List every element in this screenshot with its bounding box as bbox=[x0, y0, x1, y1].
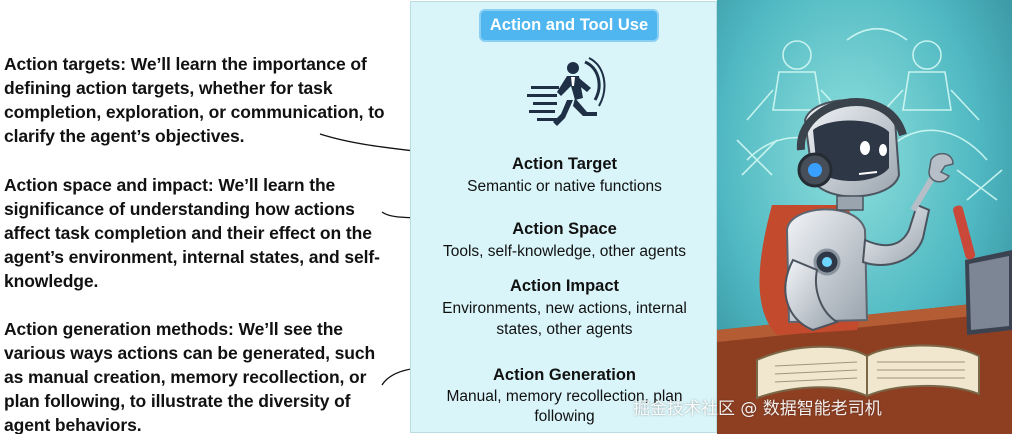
block-title: Action Generation bbox=[492, 366, 636, 384]
block-subtitle: Semantic or native functions bbox=[467, 178, 662, 195]
block-subtitle: Environments, new actions, internal stat… bbox=[442, 300, 687, 338]
block-title: Action Target bbox=[511, 155, 618, 173]
running-businessman-icon bbox=[527, 57, 606, 126]
block-title: Action Impact bbox=[509, 277, 620, 295]
note-action-targets: Action targets: We’ll learn the importan… bbox=[4, 54, 385, 146]
robot-illustration-svg bbox=[717, 0, 1012, 434]
note-action-space-impact: Action space and impact: We’ll learn the… bbox=[4, 175, 380, 291]
block-action-generation: Action Generation Manual, memory recolle… bbox=[411, 365, 718, 427]
block-subtitle: Tools, self-knowledge, other agents bbox=[443, 243, 686, 260]
note-action-generation: Action generation methods: We’ll see the… bbox=[4, 319, 376, 434]
block-action-impact: Action Impact Environments, new actions,… bbox=[411, 276, 718, 340]
watermark: 掘金技术社区 @ 数据智能老司机 bbox=[633, 399, 882, 419]
block-title: Action Space bbox=[512, 220, 617, 238]
block-subtitle: Manual, memory recollection, plan follow… bbox=[446, 388, 683, 425]
block-action-target: Action Target Semantic or native functio… bbox=[411, 154, 718, 197]
panel-title: Action and Tool Use bbox=[479, 9, 659, 42]
block-action-space: Action Space Tools, self-knowledge, othe… bbox=[411, 219, 718, 262]
robot-reading-book-illustration bbox=[717, 0, 1012, 434]
action-tool-use-panel: Action and Tool Use Action Target Semant… bbox=[410, 1, 717, 433]
